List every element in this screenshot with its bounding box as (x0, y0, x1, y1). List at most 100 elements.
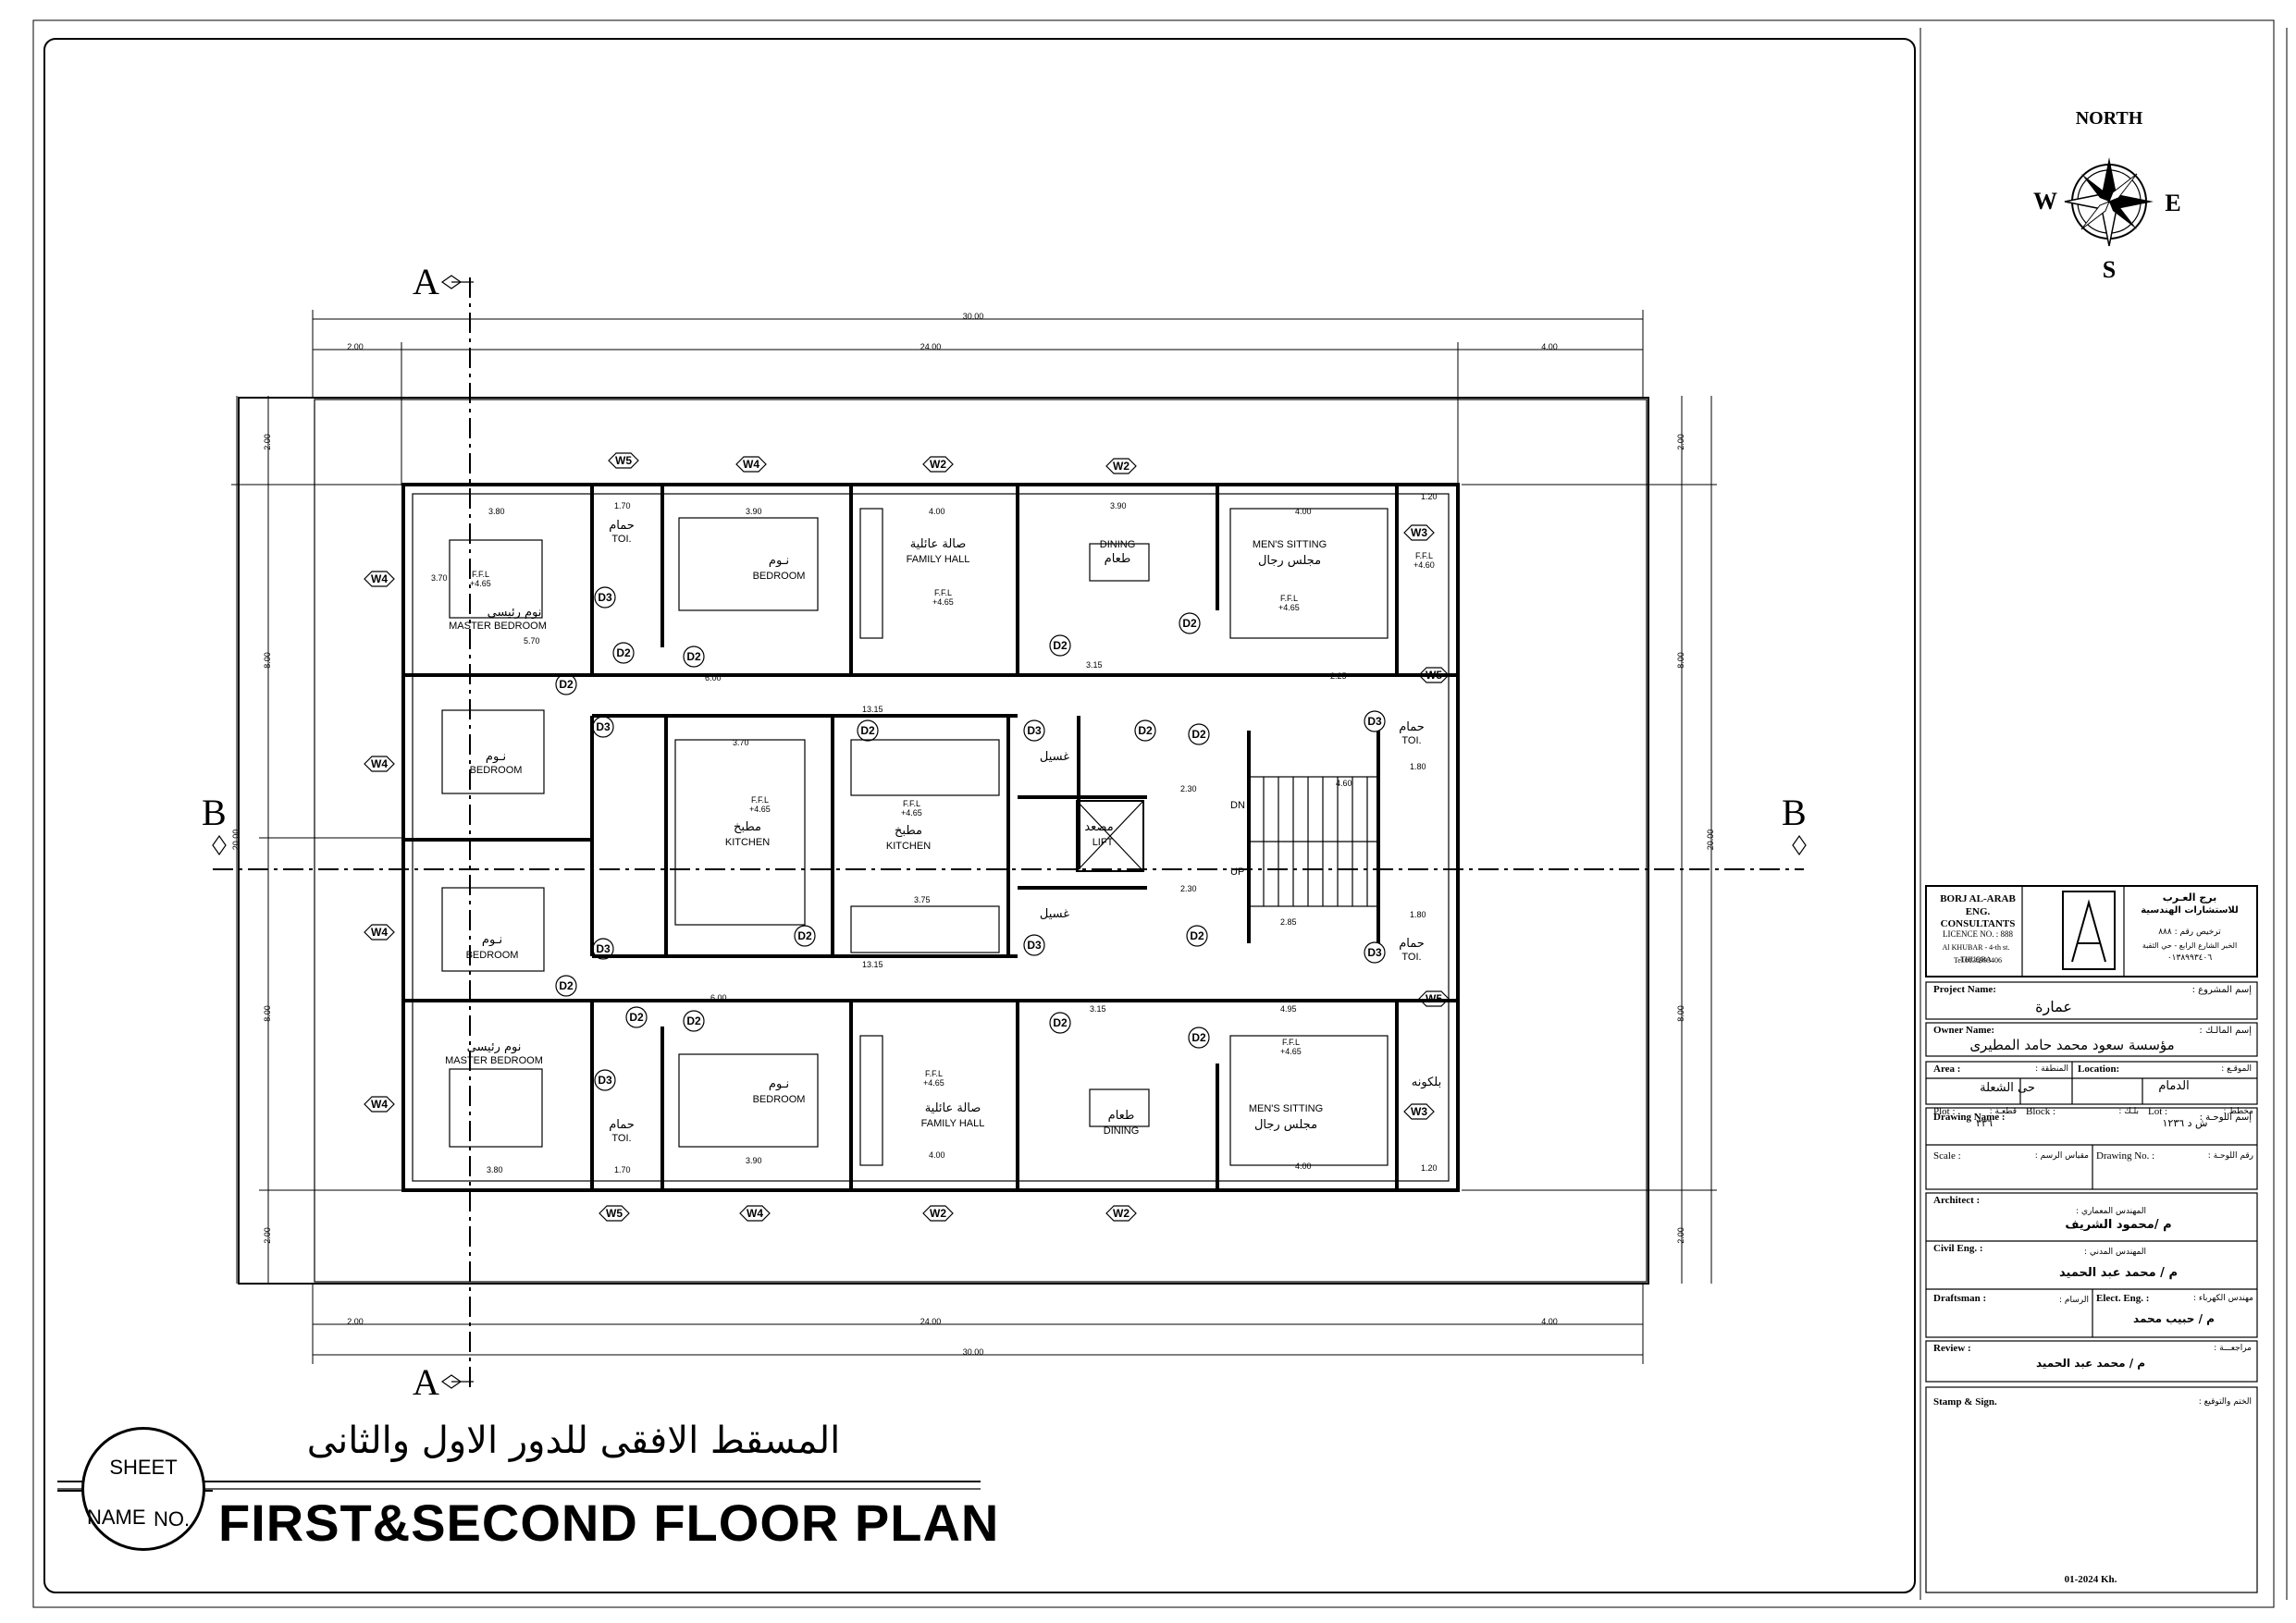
dim-label: 4.60 (1336, 779, 1352, 788)
window-tag-w4: W4 (371, 757, 388, 770)
dim-bottom-overall: 30.00 (963, 1347, 984, 1357)
dim-label: 1.80 (1410, 910, 1426, 919)
dim-label: 4.00 (1295, 507, 1312, 516)
drawing-no-label-ar: رقم اللوحـة : (2207, 1151, 2253, 1161)
dim-label: 3.70 (733, 738, 749, 747)
licence-en: LICENCE NO. : 888 (1943, 929, 2013, 939)
door-tag-d3: D3 (598, 1074, 612, 1087)
block-label-ar: بلـك : (2118, 1107, 2139, 1116)
dim-label: 2.30 (1180, 884, 1197, 893)
door-tag-d2: D2 (1191, 728, 1206, 741)
window-tag-w4: W4 (371, 572, 388, 585)
company-ar-2: للاستشارات الهندسية (2141, 905, 2239, 916)
dimension-lines: 30.00 2.00 24.00 4.00 2.00 24.00 4.00 30… (231, 310, 1717, 1364)
dim-left-mid2: 8.00 (263, 1005, 272, 1022)
lot-value: ش د ١٢٣٦ (2162, 1117, 2208, 1129)
sheet-border (32, 19, 2275, 1608)
dim-label: 3.15 (1086, 660, 1103, 670)
owner-label-ar: إسم المالـك : (2199, 1026, 2252, 1036)
door-tag-d3: D3 (1027, 939, 1042, 952)
window-tag-w3: W3 (1411, 1105, 1427, 1118)
lot-label-ar: مخطط : (2223, 1107, 2253, 1116)
room-bedroom-bottom-en: BEDROOM (753, 1094, 806, 1105)
door-tag-d2: D2 (1053, 1016, 1068, 1029)
window-tag-w2: W2 (930, 1207, 946, 1220)
ffl-value: +4.65 (1278, 603, 1300, 612)
lift-label-en: LIFT (1092, 837, 1114, 848)
ffl-label: F.F.L (925, 1069, 943, 1078)
stamp-label-en: Stamp & Sign. (1933, 1396, 1997, 1408)
plot-label-en: Plot : (1933, 1106, 1956, 1117)
ffl-value: +4.65 (1280, 1047, 1302, 1056)
dim-left-mid1: 8.00 (263, 652, 272, 669)
owner-label-en: Owner Name: (1933, 1025, 1995, 1036)
dim-label: 1.20 (1421, 492, 1438, 501)
dim-label: 3.80 (487, 1165, 503, 1174)
dim-left-top: 2.00 (263, 434, 272, 450)
location-label-en: Location: (2078, 1064, 2120, 1075)
area-label-en: Area : (1933, 1064, 1961, 1075)
room-master-bedroom-bottom-ar: نوم رئيسى (467, 1040, 522, 1054)
dim-label: 1.70 (614, 501, 631, 510)
dim-label: 3.90 (746, 507, 762, 516)
door-tag-d2: D2 (1190, 929, 1204, 942)
elect-label-en: Elect. Eng. : (2096, 1293, 2150, 1304)
window-tag-w2: W2 (1113, 1207, 1129, 1220)
sheet-label: SHEET (109, 1456, 178, 1479)
ffl-value: +4.65 (901, 808, 922, 818)
room-mens-sitting-top-ar: مجلس رجال (1258, 554, 1321, 568)
north-label: NORTH (2076, 108, 2143, 129)
room-master-bedroom-top-en: MASTER BEDROOM (449, 621, 547, 632)
dim-top-left: 2.00 (347, 342, 364, 351)
section-b-left: B (202, 792, 227, 833)
sheet-number-circle: SHEET (81, 1427, 205, 1551)
plot-value: ٣٣٦ (1976, 1117, 1993, 1129)
room-dining-bottom-en: DINING (1104, 1125, 1140, 1137)
architect-value: م /محمود الشريف (2065, 1218, 2172, 1232)
dim-label: 1.80 (1410, 762, 1426, 771)
ffl-value: +4.65 (932, 597, 954, 607)
dim-right-mid2: 8.00 (1676, 1005, 1685, 1022)
wash-label-bottom: غسيل (1040, 907, 1069, 921)
civil-value: م / محمد عبد الحميد (2059, 1266, 2178, 1280)
door-tag-d2: D2 (1182, 617, 1197, 630)
furniture (441, 508, 1389, 1166)
sheet-title-ar: المسقط الافقى للدور الاول والثانى (306, 1420, 841, 1462)
dim-label: 1.70 (614, 1165, 631, 1174)
window-tag-w3: W3 (1411, 526, 1427, 539)
address-en: Al KHUBAR - 4-th st. THUQBA (1942, 943, 2010, 964)
ffl-value: +4.65 (470, 579, 491, 588)
door-tag-d2: D2 (616, 646, 631, 659)
dim-bottom-mid: 24.00 (920, 1317, 942, 1326)
ffl-markers: F.F.L +4.65 F.F.L +4.65 F.F.L +4.65 F.F.… (470, 551, 1435, 1088)
room-toilet-1-en: TOI. (611, 534, 631, 545)
draftsman-label-en: Draftsman : (1933, 1293, 1987, 1304)
lot-label-en: Lot : (2148, 1106, 2168, 1117)
toilet-right-bottom-en: TOI. (1401, 952, 1421, 963)
room-family-hall-bottom-ar: صالة عائلية (925, 1101, 981, 1115)
no-label: NO. (154, 1507, 191, 1531)
ffl-label: F.F.L (1280, 594, 1298, 603)
room-master-bedroom-bottom-en: MASTER BEDROOM (445, 1055, 543, 1066)
door-tag-d2: D2 (797, 929, 812, 942)
dim-top-overall: 30.00 (963, 312, 984, 321)
dim-label: 1.20 (1421, 1163, 1438, 1173)
door-tag-d3: D3 (1027, 724, 1042, 737)
window-tag-w5: W5 (606, 1207, 623, 1220)
door-tag-d2: D2 (1053, 639, 1068, 652)
staircase: DN UP (1230, 776, 1379, 907)
footer-code: 01-2024 Kh. (2064, 1574, 2117, 1585)
project-label-ar: إسم المشروع : (2191, 985, 2252, 995)
dim-label: 6.00 (705, 673, 722, 682)
window-tag-w4: W4 (747, 1207, 763, 1220)
stamp-label-ar: الختم والتوقيع : (2198, 1397, 2252, 1407)
section-lines: A A B B (202, 261, 1807, 1403)
section-b-right: B (1782, 792, 1807, 833)
south-label: S (2103, 256, 2116, 283)
review-label-en: Review : (1933, 1343, 1971, 1354)
room-labels: نوم رئيسى MASTER BEDROOM حمام TOI. نـوم … (445, 519, 1441, 1144)
lift-label-ar: مصعد (1084, 820, 1113, 834)
dim-label: 3.75 (914, 895, 931, 904)
